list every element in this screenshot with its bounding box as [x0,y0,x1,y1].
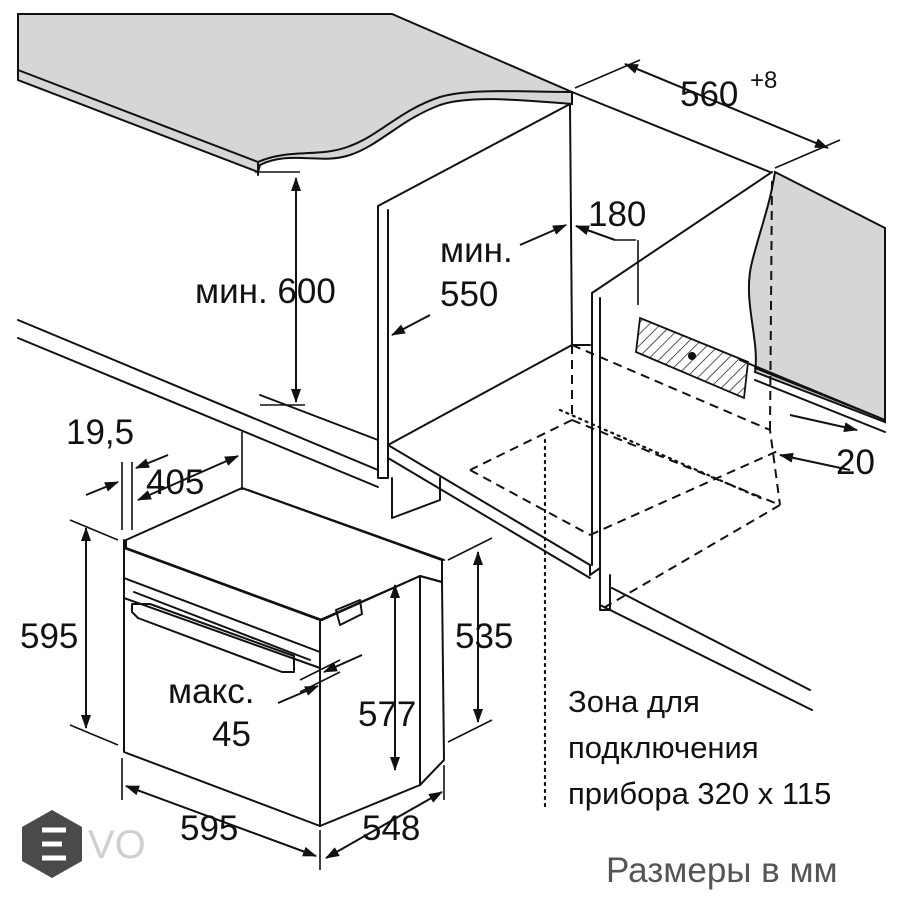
units-note: Размеры в мм [606,851,838,890]
label-548: 548 [362,809,420,848]
label-max-45-value: 45 [212,715,251,754]
label-180: 180 [588,195,646,234]
label-535: 535 [455,617,513,656]
label-560: 560 [680,75,738,114]
evo-hexagon-logo-icon [22,810,82,878]
label-560-tolerance: +8 [750,67,777,94]
zone-note-line-1: Зона для [568,684,700,719]
countertop-left [17,13,573,174]
zone-note-line-3: прибора 320 x 115 [568,776,831,811]
dimension-lines [69,59,858,870]
label-min-550-value: 550 [440,275,498,314]
label-405: 405 [146,463,204,502]
connection-socket-icon [688,352,696,360]
countertop-right [748,170,886,424]
label-577: 577 [358,695,416,734]
zone-note-line-2: подключения [568,730,759,765]
oven-space-dashed [469,179,781,812]
label-19-5: 19,5 [66,413,134,452]
logo-text: VO [88,823,146,867]
label-max-45-prefix: макс. [168,672,254,711]
cabinet-niche [17,91,886,711]
label-20: 20 [836,443,875,482]
label-min-600: мин. 600 [195,272,336,311]
countertop-left-edge [17,69,573,176]
label-595-left: 595 [20,617,78,656]
label-595-bottom: 595 [180,809,238,848]
label-min-550-prefix: мин. [440,231,513,270]
